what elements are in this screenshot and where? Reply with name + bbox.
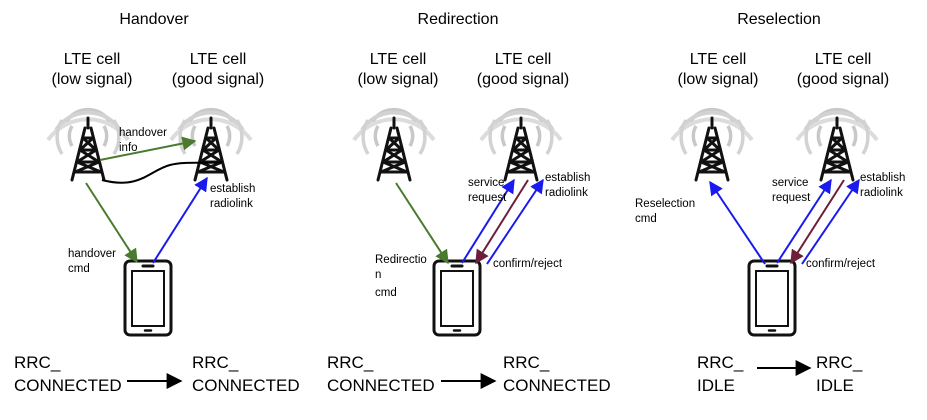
state-to-2: CONNECTED: [192, 376, 300, 395]
handover-info-label-2: info: [119, 142, 138, 154]
service-request-arrow: [776, 178, 832, 264]
cell-right-signal: (good signal): [172, 71, 265, 88]
establish-radiolink-arrow: [152, 176, 208, 264]
handover-cmd-arrow: [85, 182, 138, 264]
state-from-2: IDLE: [697, 376, 735, 395]
panel-title: Handover: [119, 11, 189, 28]
state-from-1: RRC_: [14, 353, 61, 372]
handover-cmd-label-2: cmd: [68, 263, 90, 275]
cell-left-name: LTE cell: [690, 51, 747, 68]
service-request-arrow: [461, 178, 515, 264]
cell-right-name: LTE cell: [495, 51, 552, 68]
mobile-phone-icon: [747, 259, 797, 337]
redirection-cmd-label-1: Redirectio: [375, 254, 427, 266]
reselection-cmd-label-1: Reselection: [635, 198, 695, 210]
cell-left-name: LTE cell: [370, 51, 427, 68]
confirm-reject-arrow: [790, 179, 845, 265]
confirm-reject-arrow: [475, 179, 529, 265]
panel-title: Reselection: [737, 11, 821, 28]
cell-tower-good-icon: [479, 107, 563, 182]
panel-redirection: Redirection LTE cell (low signal) LTE ce…: [327, 11, 611, 395]
cell-left-signal: (low signal): [52, 71, 133, 88]
mobile-phone-icon: [432, 259, 482, 337]
state-to-2: IDLE: [816, 376, 854, 395]
confirm-reject-label: confirm/reject: [493, 258, 563, 270]
panel-handover: Handover LTE cell (low signal) LTE cell …: [14, 11, 300, 395]
cell-right-name: LTE cell: [815, 51, 872, 68]
cell-right-signal: (good signal): [477, 71, 570, 88]
establish-label-1: establish: [860, 172, 905, 184]
state-from-2: CONNECTED: [327, 376, 435, 395]
cell-tower-low-icon: [46, 107, 130, 182]
service-request-label-1: service: [468, 177, 504, 189]
state-to-1: RRC_: [816, 353, 863, 372]
establish-label-2: radiolink: [545, 187, 588, 199]
redirection-cmd-label-3: cmd: [375, 287, 397, 299]
confirm-reject-label: confirm/reject: [806, 258, 876, 270]
cell-right-name: LTE cell: [190, 51, 247, 68]
redirection-cmd-arrow: [395, 182, 449, 265]
service-request-label-2: request: [772, 192, 811, 204]
handover-cmd-label-1: handover: [68, 248, 116, 260]
cell-tower-low-icon: [670, 107, 754, 182]
mobile-phone-icon: [123, 259, 173, 337]
cell-left-signal: (low signal): [358, 71, 439, 88]
service-request-label-2: request: [468, 192, 507, 204]
state-to-1: RRC_: [192, 353, 239, 372]
establish-radiolink-arrow: [801, 178, 860, 265]
establish-label-1: establish: [545, 172, 590, 184]
state-from-2: CONNECTED: [14, 376, 122, 395]
state-to-2: CONNECTED: [503, 376, 611, 395]
state-from-1: RRC_: [697, 353, 744, 372]
cell-tower-good-icon: [795, 107, 879, 182]
reselection-cmd-label-2: cmd: [635, 213, 657, 225]
cell-left-signal: (low signal): [678, 71, 759, 88]
panel-reselection: Reselection LTE cell (low signal) LTE ce…: [635, 11, 905, 395]
cell-tower-low-icon: [352, 107, 436, 182]
establish-label-2: radiolink: [860, 187, 903, 199]
establish-label-2: radiolink: [210, 198, 253, 210]
panel-title: Redirection: [418, 11, 499, 28]
establish-label-1: establish: [210, 183, 255, 195]
cell-tower-good-icon: [169, 107, 253, 182]
handover-info-label-1: handover: [119, 127, 167, 139]
state-from-1: RRC_: [327, 353, 374, 372]
cell-link-curve: [101, 161, 223, 184]
handover-info-arrow: [99, 136, 197, 161]
state-to-1: RRC_: [503, 353, 550, 372]
reselection-arrow: [709, 180, 766, 265]
establish-radiolink-arrow: [486, 178, 544, 265]
service-request-label-1: service: [772, 177, 808, 189]
cell-right-signal: (good signal): [797, 71, 890, 88]
redirection-cmd-label-2: n: [375, 269, 381, 281]
cell-left-name: LTE cell: [64, 51, 121, 68]
